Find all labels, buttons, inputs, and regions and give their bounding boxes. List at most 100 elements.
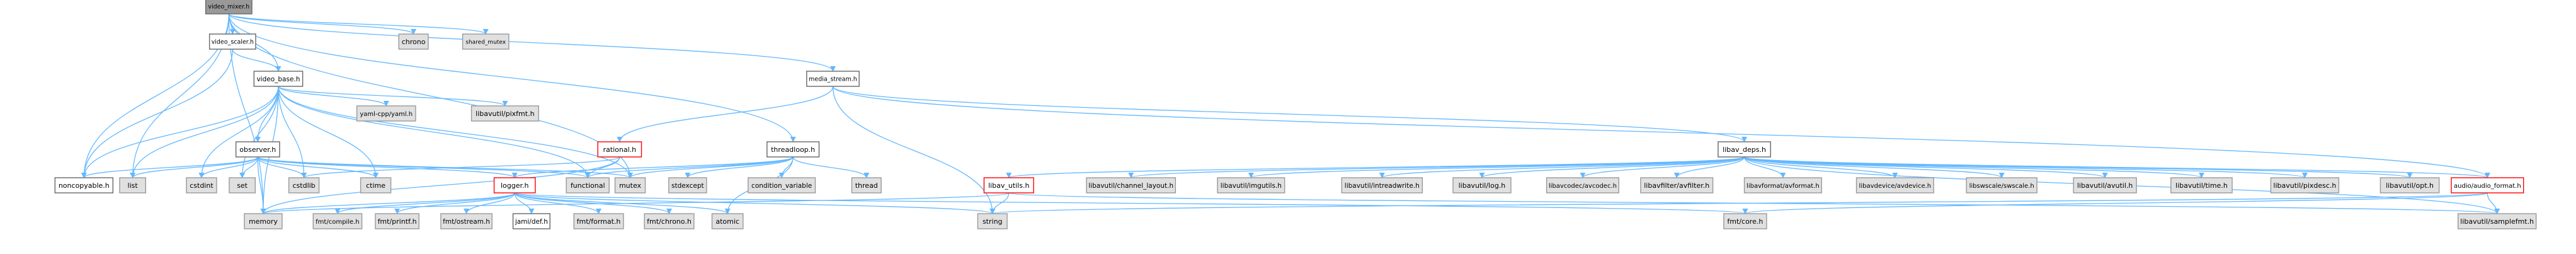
edge-libav_utils-to-memory xyxy=(260,192,1010,214)
edge-media_stream-to-libav_deps xyxy=(832,86,1747,142)
edge-logger-to-fmt_core xyxy=(514,192,1748,214)
node-box xyxy=(2170,177,2233,193)
node-pixdesc: libavutil/pixdesc.h xyxy=(2270,177,2340,193)
node-box xyxy=(614,177,646,193)
node-label: libavutil/log.h xyxy=(1459,182,1506,190)
node-cstdint: cstdint xyxy=(186,177,217,193)
edge-video_scaler-to-video_base xyxy=(232,49,282,72)
node-box xyxy=(1640,177,1714,193)
node-fmt-core: fmt/core.h xyxy=(1723,213,1767,229)
node-label: stdexcept xyxy=(671,182,704,190)
node-functional: functional xyxy=(566,177,610,193)
node-box xyxy=(767,141,820,158)
node-label: functional xyxy=(571,182,605,190)
edge-libav_deps-to-avutil xyxy=(1743,156,2108,178)
node-label: libavutil/imgutils.h xyxy=(1221,182,1282,190)
node-stdexcept: stdexcept xyxy=(668,177,707,193)
node-box xyxy=(1743,177,1822,193)
node-box xyxy=(1966,177,2037,193)
edge-video_mixer-to-shared_mutex xyxy=(228,13,489,35)
edge-threadloop-to-logger xyxy=(511,156,794,178)
node-box xyxy=(806,71,860,87)
edge-libav_deps-to-swscale xyxy=(1743,156,2005,178)
node-video-scaler[interactable]: video_scaler.h xyxy=(208,33,256,50)
node-imgutils: libavutil/imgutils.h xyxy=(1217,177,1285,193)
node-cstdlib: cstdlib xyxy=(288,177,320,193)
node-label: cstdlib xyxy=(293,182,316,190)
edge-libav_deps-to-avfilter xyxy=(1673,156,1745,178)
edge-video_base-to-cstdint xyxy=(198,86,279,178)
node-audio-format[interactable]: audio/audio_format.h xyxy=(2451,177,2524,193)
edge-media_stream-to-rational xyxy=(617,86,834,142)
node-label: chrono xyxy=(402,38,426,46)
node-time: libavutil/time.h xyxy=(2170,177,2233,193)
node-box xyxy=(186,177,217,193)
node-libav-utils[interactable]: libav_utils.h xyxy=(983,177,1034,193)
node-box xyxy=(851,177,882,193)
edge-video_base-to-list xyxy=(130,86,279,178)
edge-libav_deps-to-avformat xyxy=(1743,156,1786,178)
node-video-mixer[interactable]: video_mixer.h xyxy=(205,0,253,14)
node-label: video_base.h xyxy=(256,76,300,83)
node-box xyxy=(229,177,256,193)
node-label: fmt/ostream.h xyxy=(443,218,490,226)
node-box xyxy=(2073,177,2137,193)
edge-logger-to-jami_def xyxy=(514,192,535,214)
node-label: fmt/chrono.h xyxy=(647,217,692,226)
node-box xyxy=(2379,177,2440,193)
node-box xyxy=(2457,213,2537,229)
node-box xyxy=(1723,213,1767,229)
node-label: libav_deps.h xyxy=(1723,146,1766,154)
node-observer[interactable]: observer.h xyxy=(235,141,280,158)
edge-video_mixer-to-media_stream xyxy=(228,13,836,72)
node-box xyxy=(1718,141,1771,158)
node-label: libavutil/channel_layout.h xyxy=(1088,182,1173,190)
node-label: libavutil/opt.h xyxy=(2386,182,2434,190)
node-rational[interactable]: rational.h xyxy=(597,141,642,158)
edge-libav_deps-to-libav_utils xyxy=(1006,156,1745,178)
edge-video_base-to-functional xyxy=(278,86,591,178)
node-label: atomic xyxy=(715,217,739,226)
node-video-base[interactable]: video_base.h xyxy=(253,71,304,87)
node-box xyxy=(1341,177,1423,193)
node-libav-deps[interactable]: libav_deps.h xyxy=(1718,141,1771,158)
node-box xyxy=(208,33,256,50)
edge-libav_deps-to-imgutils xyxy=(1248,156,1745,178)
node-noncopyable[interactable]: noncopyable.h xyxy=(54,177,114,193)
node-jami-def[interactable]: jami/def.h xyxy=(512,213,550,229)
node-label: noncopyable.h xyxy=(59,182,110,190)
node-label: libav_utils.h xyxy=(988,182,1029,190)
node-label: observer.h xyxy=(239,146,276,154)
node-threadloop[interactable]: threadloop.h xyxy=(767,141,820,158)
edge-threadloop-to-thread xyxy=(792,156,870,178)
edge-libav_deps-to-opt xyxy=(1743,156,2413,178)
edge-media_stream-to-string xyxy=(832,86,996,214)
edge-logger-to-atomic xyxy=(514,192,731,214)
node-label: fmt/format.h xyxy=(577,217,621,226)
edge-logger-to-fmt_printf xyxy=(394,192,515,214)
node-box xyxy=(512,213,550,229)
edge-video_mixer-to-mutex xyxy=(228,13,634,178)
node-swscale: libswscale/swscale.h xyxy=(1966,177,2037,193)
node-box xyxy=(1217,177,1285,193)
node-label: audio/audio_format.h xyxy=(2454,183,2521,190)
node-box xyxy=(235,141,280,158)
edge-video_mixer-to-noncopyable xyxy=(81,13,229,178)
node-box xyxy=(2270,177,2340,193)
edge-observer-to-logger xyxy=(257,156,518,178)
node-label: libavutil/intreadwrite.h xyxy=(1345,182,1420,190)
edge-audio_format-to-samplefmt xyxy=(2487,192,2500,214)
node-label: media_stream.h xyxy=(809,76,857,83)
node-avdevice: libavdevice/avdevice.h xyxy=(1855,177,1934,193)
edge-observer-to-ctime xyxy=(257,156,379,178)
edge-observer-to-list xyxy=(130,156,258,178)
node-media-stream[interactable]: media_stream.h xyxy=(806,71,860,87)
node-logger[interactable]: logger.h xyxy=(493,177,536,193)
node-box xyxy=(119,177,146,193)
node-box xyxy=(375,213,419,229)
node-box xyxy=(1086,177,1177,193)
edge-video_base-to-ctime xyxy=(278,86,379,178)
node-box xyxy=(312,213,363,229)
